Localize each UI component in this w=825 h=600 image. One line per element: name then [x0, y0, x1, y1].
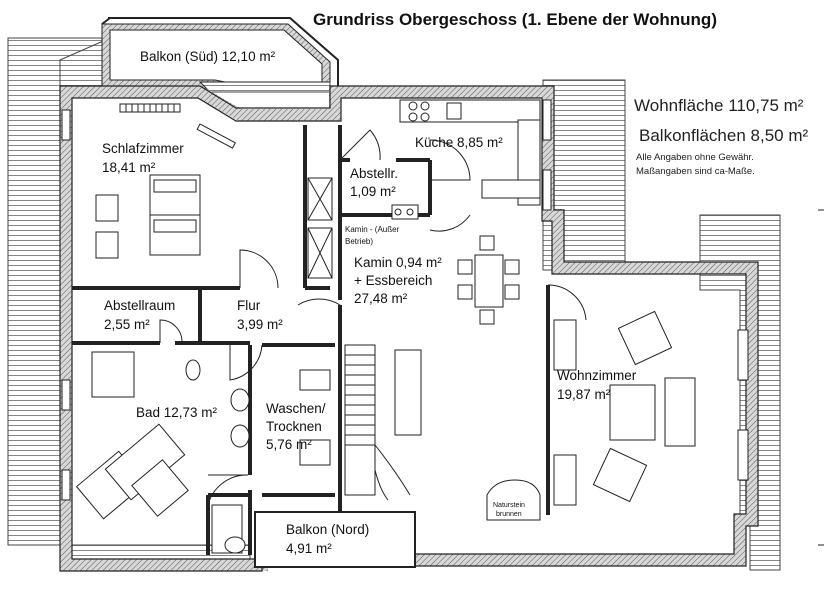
- room-kueche: Küche 8,85 m²: [415, 135, 503, 150]
- edge-marks: [818, 209, 824, 546]
- roof-left: [7, 37, 112, 546]
- disclaimer-line-2: Maßangaben sind ca-Maße.: [636, 166, 755, 177]
- room-wohnzimmer-area: 19,87 m²: [557, 387, 611, 402]
- room-waschen-line2: Trocknen: [266, 419, 322, 434]
- room-kamin-aussen-line2: Betrieb): [345, 237, 374, 246]
- room-kamin-ess-line1: Kamin 0,94 m²: [354, 255, 442, 270]
- room-abstellraum-name: Abstellraum: [104, 298, 176, 313]
- balkonflaechen-label: Balkonflächen 8,50 m²: [639, 126, 809, 145]
- room-kamin-ess-line3: 27,48 m²: [354, 291, 408, 306]
- interior-walls: [72, 125, 550, 555]
- living-furniture: [592, 310, 696, 503]
- plan-title: Grundriss Obergeschoss (1. Ebene der Woh…: [313, 10, 717, 29]
- room-schlafzimmer-area: 18,41 m²: [102, 160, 156, 175]
- room-balkon-nord-area: 4,91 m²: [286, 541, 332, 556]
- kitchen-furniture: [391, 99, 541, 220]
- balkon-sued-outline: [101, 17, 339, 95]
- room-balkon-nord-name: Balkon (Nord): [286, 522, 370, 537]
- doors: [159, 129, 587, 506]
- room-kamin-ess-line2: + Essbereich: [354, 273, 433, 288]
- room-schlafzimmer-name: Schlafzimmer: [102, 141, 184, 156]
- disclaimer-line-1: Alle Angaben ohne Gewähr.: [636, 152, 754, 163]
- dining-table: [457, 235, 520, 325]
- room-kamin-aussen-line1: Kamin - (Außer: [345, 225, 400, 234]
- room-abstellr-name: Abstellr.: [350, 166, 399, 181]
- staircase: [344, 344, 422, 501]
- room-waschen-line3: 5,76 m²: [266, 437, 312, 452]
- room-wohnzimmer-name: Wohnzimmer: [557, 368, 637, 383]
- room-waschen-line1: Waschen/: [266, 401, 326, 416]
- bed: [95, 174, 201, 259]
- room-abstellr-area: 1,09 m²: [350, 184, 396, 199]
- balkon-nord-outline: [254, 511, 416, 568]
- fountain: [486, 479, 541, 521]
- fountain-label-line2: brunnen: [496, 511, 522, 518]
- windows: [61, 99, 749, 506]
- room-flur-area: 3,99 m²: [237, 317, 283, 332]
- room-balkon-sued: Balkon (Süd) 12,10 m²: [140, 49, 276, 64]
- fountain-label-line1: Naturstein: [493, 502, 525, 509]
- room-abstellraum-area: 2,55 m²: [104, 317, 150, 332]
- bath-furniture: [75, 351, 331, 554]
- wohnflaeche-label: Wohnfläche 110,75 m²: [634, 96, 804, 115]
- room-bad: Bad 12,73 m²: [136, 405, 218, 420]
- room-flur-name: Flur: [237, 298, 261, 313]
- wardrobes: [307, 177, 333, 279]
